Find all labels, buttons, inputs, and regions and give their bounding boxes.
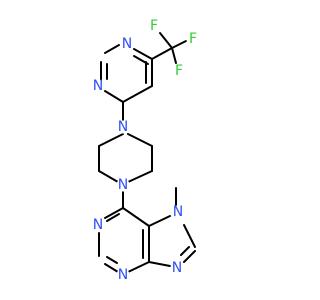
atom-label-nitrogen: N [122, 36, 132, 52]
atom-label-nitrogen: N [118, 267, 128, 283]
atom-label-background [91, 218, 105, 232]
atom-label-background [116, 120, 130, 134]
atom-label-background [116, 268, 130, 282]
atom-label-nitrogen: N [118, 177, 128, 193]
atom-label-nitrogen: N [173, 204, 183, 220]
bond [151, 47, 173, 60]
atom-label-fluorine: F [189, 31, 197, 47]
bond [159, 32, 173, 49]
atom-label-fluorine: F [150, 18, 158, 34]
atom-label-nitrogen: N [93, 217, 103, 233]
bond [148, 261, 171, 267]
bond [104, 90, 124, 103]
atom-label-background [116, 178, 130, 192]
bond [106, 213, 120, 222]
bond [122, 207, 150, 227]
bond [104, 44, 120, 54]
atom-label-background [186, 32, 200, 46]
bond [133, 48, 153, 60]
atom-label-background [147, 19, 161, 33]
bond [127, 133, 153, 147]
atom-label-fluorine: F [175, 63, 183, 79]
atom-label-background [171, 205, 185, 219]
bond [183, 224, 196, 248]
bond [104, 207, 124, 219]
bond [122, 85, 153, 103]
bond [98, 170, 119, 183]
atom-label-background [120, 37, 134, 51]
molecule-structure-diagram: F F F N N N N N N N N [91, 18, 200, 283]
atom-label-nitrogen: N [118, 119, 128, 135]
bond [183, 250, 196, 263]
atom-label-background [170, 261, 184, 275]
atom-label-background [91, 79, 105, 93]
atom-labels: F F F N N N N N N N N [91, 18, 200, 283]
bond [171, 40, 187, 49]
bond [106, 256, 118, 264]
bond [98, 133, 124, 147]
bond [171, 47, 177, 64]
bond [180, 246, 190, 256]
atom-label-background [172, 64, 186, 78]
bond [104, 263, 119, 273]
bonds [98, 32, 196, 273]
atom-label-nitrogen: N [172, 260, 182, 276]
atom-label-nitrogen: N [93, 78, 103, 94]
bond [127, 170, 153, 183]
bond [148, 215, 171, 227]
bond [127, 261, 150, 273]
